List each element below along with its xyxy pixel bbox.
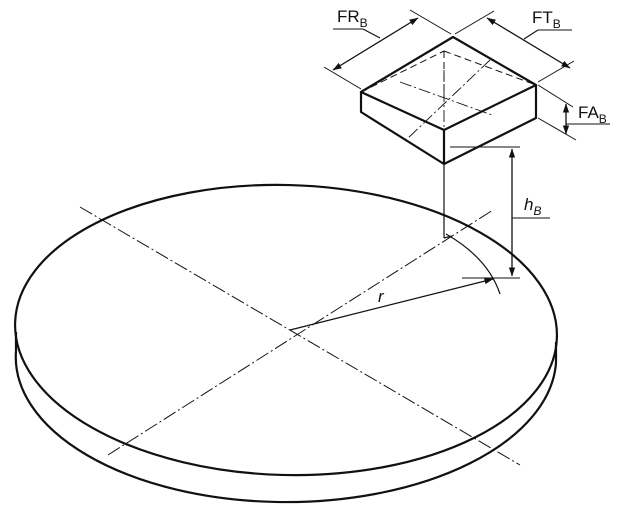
ft-extension-left: [454, 10, 495, 35]
ft-extension-right: [537, 60, 575, 83]
fr-dimension: [323, 9, 452, 90]
fr-dimension-line: [332, 17, 419, 71]
fr-label: FRB: [337, 7, 368, 30]
centre-line-b: [107, 209, 494, 456]
disc: [13, 183, 559, 504]
block-front-face: [359, 92, 446, 166]
radius-label: r: [378, 287, 385, 306]
disc-centre-lines: [79, 206, 521, 466]
disc-top-surface: [13, 183, 559, 477]
fa-label: FAB: [578, 103, 607, 126]
fa-extension-bottom: [537, 117, 577, 141]
fa-dimension: [537, 84, 610, 141]
height-dimension: [450, 146, 550, 279]
centre-line-a: [79, 206, 521, 466]
disc-bottom-edge: [14, 350, 558, 504]
ft-leader-diag: [523, 29, 539, 40]
fr-extension-left: [323, 66, 362, 90]
block-visible-edges: [359, 35, 538, 166]
ft-label: FTB: [532, 8, 561, 31]
fa-extension-top: [537, 84, 574, 108]
fr-extension-right: [409, 9, 452, 35]
block-projection: [443, 164, 453, 239]
radius-line: [289, 278, 494, 331]
projection-foot: [443, 235, 453, 239]
radius-dimension: r: [289, 233, 501, 331]
radius-reference-arc: [445, 233, 501, 295]
height-label: hB: [524, 195, 541, 218]
ft-dimension-line: [486, 17, 571, 69]
block: [359, 35, 538, 166]
block-hidden-lines: [360, 50, 537, 98]
block-right-face: [443, 85, 538, 165]
block-centre-lines: [399, 59, 493, 141]
fr-leader-diag: [362, 28, 381, 39]
block-top-face: [359, 35, 538, 132]
ft-dimension: [454, 10, 575, 83]
